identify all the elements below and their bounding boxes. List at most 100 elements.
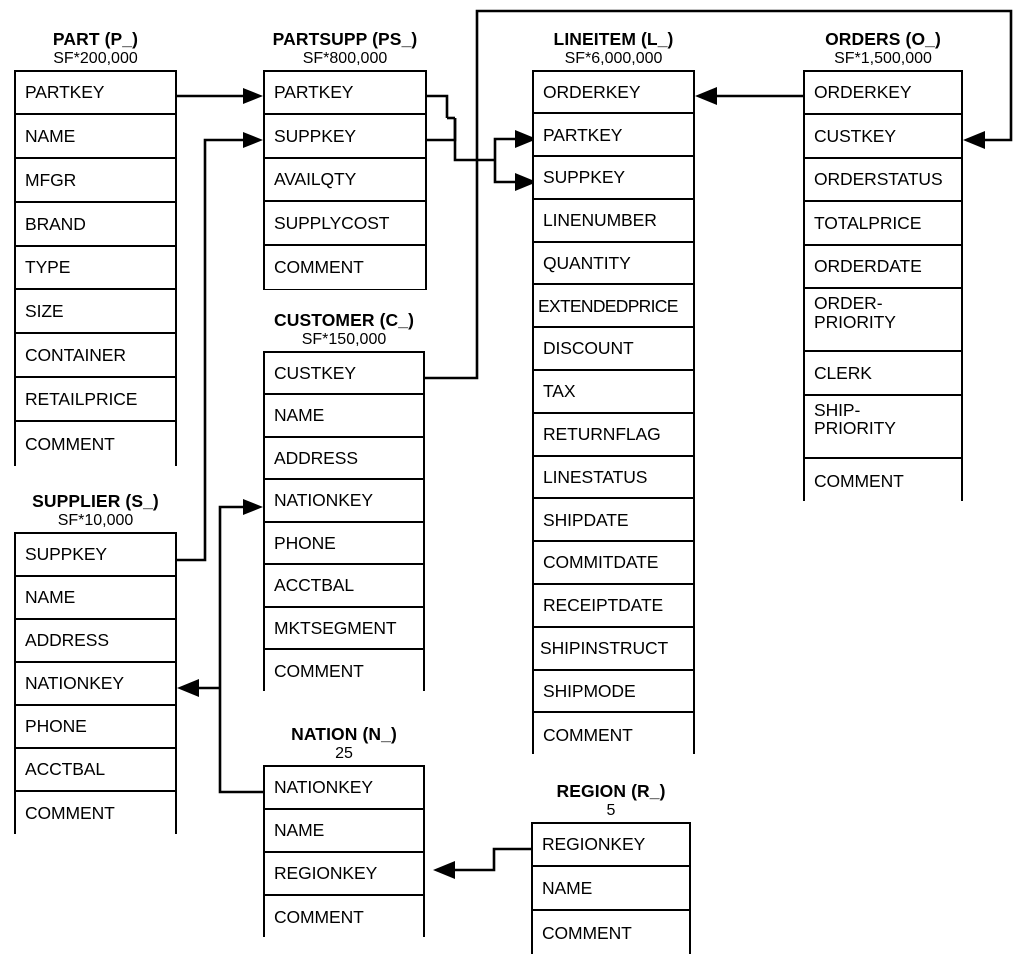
field-supplier-name[interactable]: NAME [16, 576, 175, 620]
entity-supplier-box: SUPPKEY NAME ADDRESS NATIONKEY PHONE ACC… [14, 531, 177, 836]
field-lineitem-shipdate[interactable]: SHIPDATE [534, 499, 693, 543]
entity-nation-box: NATIONKEY NAME REGIONKEY COMMENT [263, 764, 425, 939]
field-lineitem-shipmode[interactable]: SHIPMODE [534, 670, 693, 714]
entity-orders-cardinality: SF*1,500,000 [834, 49, 932, 67]
field-partsupp-availqty[interactable]: AVAILQTY [265, 158, 425, 203]
field-lineitem-linenumber[interactable]: LINENUMBER [534, 199, 693, 243]
field-orders-totalprice[interactable]: TOTALPRICE [805, 202, 961, 246]
field-nation-name[interactable]: NAME [265, 809, 423, 853]
entity-supplier-cardinality: SF*10,000 [57, 511, 134, 529]
field-region-name[interactable]: NAME [533, 867, 689, 912]
field-orders-clerk[interactable]: CLERK [805, 352, 961, 397]
field-lineitem-commitdate[interactable]: COMMITDATE [534, 542, 693, 586]
field-nation-comment[interactable]: COMMENT [265, 895, 423, 939]
field-partsupp-partkey[interactable]: PARTKEY [265, 71, 425, 116]
field-orders-orderkey[interactable]: ORDERKEY [805, 71, 961, 116]
field-customer-nationkey[interactable]: NATIONKEY [265, 480, 423, 523]
entity-part-box: PARTKEY NAME MFGR BRAND TYPE SIZE CONTAI… [14, 69, 177, 466]
field-lineitem-suppkey[interactable]: SUPPKEY [534, 157, 693, 200]
field-supplier-nationkey[interactable]: NATIONKEY [16, 662, 175, 706]
field-orders-orderpriority[interactable]: ORDER- PRIORITY [805, 289, 961, 353]
entity-lineitem-box: ORDERKEY PARTKEY SUPPKEY LINENUMBER QUAN… [532, 69, 695, 757]
field-supplier-phone[interactable]: PHONE [16, 705, 175, 749]
field-lineitem-orderkey[interactable]: ORDERKEY [534, 71, 693, 115]
entity-lineitem: LINEITEM (L_) SF*6,000,000 ORDERKEY PART… [532, 29, 695, 757]
field-part-partkey[interactable]: PARTKEY [16, 71, 175, 116]
field-customer-custkey[interactable]: CUSTKEY [265, 352, 423, 395]
entity-orders: ORDERS (O_) SF*1,500,000 ORDERKEY CUSTKE… [803, 29, 963, 503]
field-region-regionkey[interactable]: REGIONKEY [533, 823, 689, 868]
field-supplier-comment[interactable]: COMMENT [16, 792, 175, 836]
field-partsupp-comment[interactable]: COMMENT [265, 245, 425, 290]
connector-orders-to-lineitem [695, 87, 803, 105]
entity-supplier-title: SUPPLIER (S_) [32, 491, 159, 511]
field-orders-comment[interactable]: COMMENT [805, 459, 961, 503]
field-customer-acctbal[interactable]: ACCTBAL [265, 565, 423, 608]
connector-partsupp-to-lineitem [427, 94, 537, 191]
field-orders-orderpriority-line1: ORDER- [814, 293, 883, 314]
field-part-mfgr[interactable]: MFGR [16, 159, 175, 203]
field-lineitem-quantity[interactable]: QUANTITY [534, 242, 693, 286]
field-region-comment[interactable]: COMMENT [533, 911, 689, 955]
entity-lineitem-title: LINEITEM (L_) [553, 29, 674, 49]
entity-nation: NATION (N_) 25 NATIONKEY NAME REGIONKEY … [263, 724, 425, 939]
field-part-name[interactable]: NAME [16, 115, 175, 160]
field-lineitem-comment[interactable]: COMMENT [534, 713, 693, 757]
field-nation-regionkey[interactable]: REGIONKEY [265, 852, 423, 896]
entity-region-cardinality: 5 [606, 801, 616, 819]
field-part-size[interactable]: SIZE [16, 290, 175, 335]
field-customer-comment[interactable]: COMMENT [265, 650, 423, 693]
entity-part: PART (P_) SF*200,000 PARTKEY NAME MFGR B… [14, 29, 177, 466]
entity-partsupp-cardinality: SF*800,000 [302, 49, 388, 67]
field-partsupp-suppkey[interactable]: SUPPKEY [265, 115, 425, 159]
field-orders-orderpriority-line2: PRIORITY [814, 311, 896, 332]
entity-region: REGION (R_) 5 REGIONKEY NAME COMMENT [531, 781, 691, 955]
field-supplier-acctbal[interactable]: ACCTBAL [16, 748, 175, 793]
field-lineitem-partkey[interactable]: PARTKEY [534, 114, 693, 158]
entity-region-box: REGIONKEY NAME COMMENT [531, 821, 691, 955]
field-customer-address[interactable]: ADDRESS [265, 437, 423, 480]
field-customer-phone[interactable]: PHONE [265, 522, 423, 565]
field-part-retailprice[interactable]: RETAILPRICE [16, 378, 175, 422]
connector-part-to-partsupp [177, 88, 263, 104]
field-lineitem-extendedprice[interactable]: EXTENDEDPRICE [534, 285, 693, 329]
field-customer-mktsegment[interactable]: MKTSEGMENT [265, 607, 423, 650]
entity-part-cardinality: SF*200,000 [53, 49, 138, 67]
field-part-container[interactable]: CONTAINER [16, 334, 175, 379]
field-lineitem-linestatus[interactable]: LINESTATUS [534, 456, 693, 500]
field-orders-custkey[interactable]: CUSTKEY [805, 115, 961, 159]
field-orders-shippriority-line2: PRIORITY [814, 418, 896, 439]
field-lineitem-receiptdate[interactable]: RECEIPTDATE [534, 585, 693, 628]
entity-lineitem-cardinality: SF*6,000,000 [564, 49, 663, 67]
connector-region-to-nation [433, 847, 531, 879]
entity-customer: CUSTOMER (C_) SF*150,000 CUSTKEY NAME AD… [263, 310, 425, 693]
field-nation-nationkey[interactable]: NATIONKEY [265, 766, 423, 810]
field-part-type[interactable]: TYPE [16, 246, 175, 291]
entity-partsupp: PARTSUPP (PS_) SF*800,000 PARTKEY SUPPKE… [263, 29, 427, 290]
field-customer-name[interactable]: NAME [265, 395, 423, 438]
connector-nation-to-customer-supplier [177, 499, 263, 794]
entity-nation-title: NATION (N_) [291, 724, 397, 744]
field-supplier-address[interactable]: ADDRESS [16, 619, 175, 663]
field-lineitem-discount[interactable]: DISCOUNT [534, 328, 693, 372]
entity-partsupp-title: PARTSUPP (PS_) [272, 29, 418, 49]
field-partsupp-supplycost[interactable]: SUPPLYCOST [265, 202, 425, 246]
field-part-comment[interactable]: COMMENT [16, 421, 175, 466]
field-lineitem-tax[interactable]: TAX [534, 371, 693, 414]
entity-part-title: PART (P_) [52, 29, 139, 49]
field-orders-shippriority-line1: SHIP- [814, 400, 861, 421]
field-orders-orderdate[interactable]: ORDERDATE [805, 245, 961, 290]
entity-nation-cardinality: 25 [335, 744, 353, 762]
entity-supplier: SUPPLIER (S_) SF*10,000 SUPPKEY NAME ADD… [14, 491, 177, 836]
entity-orders-box: ORDERKEY CUSTKEY ORDERSTATUS TOTALPRICE … [803, 69, 963, 503]
field-lineitem-returnflag[interactable]: RETURNFLAG [534, 413, 693, 457]
field-part-brand[interactable]: BRAND [16, 202, 175, 247]
entity-orders-title: ORDERS (O_) [825, 29, 941, 49]
field-orders-shippriority[interactable]: SHIP- PRIORITY [805, 396, 961, 460]
entity-customer-cardinality: SF*150,000 [301, 330, 387, 348]
entity-customer-box: CUSTKEY NAME ADDRESS NATIONKEY PHONE ACC… [263, 350, 425, 693]
field-orders-orderstatus[interactable]: ORDERSTATUS [805, 158, 961, 203]
field-lineitem-shipinstruct[interactable]: SHIPINSTRUCT [534, 627, 693, 671]
field-supplier-suppkey[interactable]: SUPPKEY [16, 533, 175, 577]
